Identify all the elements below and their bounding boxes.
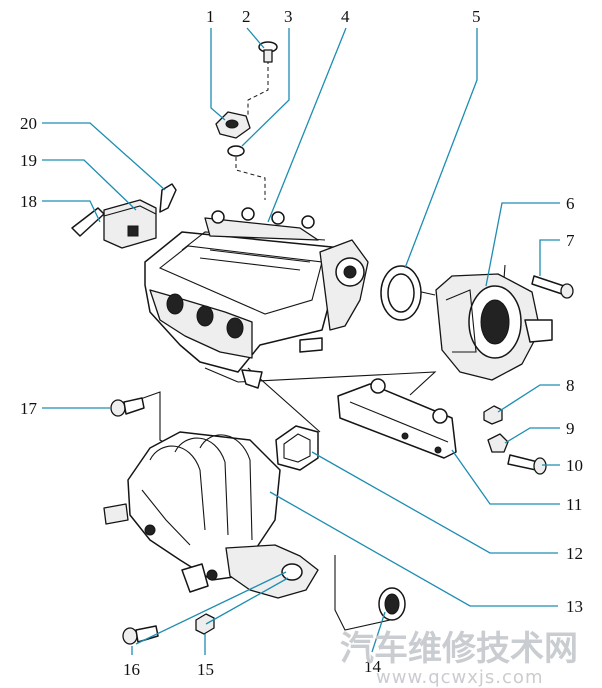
callout-7: 7 xyxy=(566,231,575,250)
leader-8 xyxy=(497,384,560,413)
callout-19: 19 xyxy=(20,151,37,170)
callout-16: 16 xyxy=(123,660,140,679)
callout-3: 3 xyxy=(284,7,293,26)
leader-19 xyxy=(42,159,137,211)
leader-3 xyxy=(241,28,290,147)
callout-18: 18 xyxy=(20,192,37,211)
part-bolt-10 xyxy=(507,454,547,475)
callout-2: 2 xyxy=(242,7,251,26)
callout-14: 14 xyxy=(364,657,382,676)
leader-11 xyxy=(451,449,560,505)
callout-12: 12 xyxy=(566,544,583,563)
callout-1: 1 xyxy=(206,7,215,26)
part-solenoid-valve-assembly xyxy=(71,183,177,249)
callout-numbers: 1 2 3 4 5 6 7 8 9 10 11 12 13 14 15 16 1… xyxy=(20,7,583,679)
part-nut-8 xyxy=(483,405,503,425)
leader-4 xyxy=(267,27,347,223)
part-clip-9 xyxy=(487,433,509,453)
callout-20: 20 xyxy=(20,114,37,133)
leader-18 xyxy=(42,200,101,223)
part-screw-2 xyxy=(258,41,278,63)
part-gasket-12 xyxy=(275,425,319,471)
part-gasket-5 xyxy=(380,265,422,321)
part-bracket-11 xyxy=(337,378,457,459)
leader-lines xyxy=(42,27,560,655)
part-screw-7 xyxy=(531,275,574,299)
callout-11: 11 xyxy=(566,495,582,514)
leader-7 xyxy=(539,239,560,276)
leader-16b xyxy=(135,571,287,645)
part-seal-3 xyxy=(227,145,245,157)
part-lower-intake-manifold-13 xyxy=(103,431,319,599)
part-bolt-16 xyxy=(122,625,159,645)
leader-12 xyxy=(311,451,558,554)
callout-15: 15 xyxy=(197,660,214,679)
callout-8: 8 xyxy=(566,376,575,395)
leader-2 xyxy=(246,27,265,49)
part-pressure-sensor-1 xyxy=(215,111,251,139)
callout-13: 13 xyxy=(566,597,583,616)
part-seal-14 xyxy=(378,587,406,621)
part-upper-intake-plenum-4 xyxy=(144,207,369,389)
watermark-text: 汽车维修技术网 xyxy=(340,629,578,669)
leader-20 xyxy=(42,122,166,191)
callout-17: 17 xyxy=(20,399,38,418)
watermark: 汽车维修技术网 www.qcwxjs.com xyxy=(340,629,578,688)
callout-6: 6 xyxy=(566,194,575,213)
watermark-url: www.qcwxjs.com xyxy=(376,667,543,688)
part-nut-15 xyxy=(195,613,215,635)
part-bolt-17 xyxy=(110,397,145,417)
callout-4: 4 xyxy=(341,7,350,26)
leader-15b xyxy=(205,577,289,625)
leader-6 xyxy=(485,202,560,287)
leader-14 xyxy=(371,611,386,653)
leader-1 xyxy=(210,28,226,121)
callout-9: 9 xyxy=(566,419,575,438)
callout-10: 10 xyxy=(566,456,583,475)
callout-5: 5 xyxy=(472,7,481,26)
part-throttle-body-6 xyxy=(435,273,553,381)
leader-13 xyxy=(269,491,558,607)
leader-9 xyxy=(504,427,560,444)
leader-5 xyxy=(404,28,478,269)
